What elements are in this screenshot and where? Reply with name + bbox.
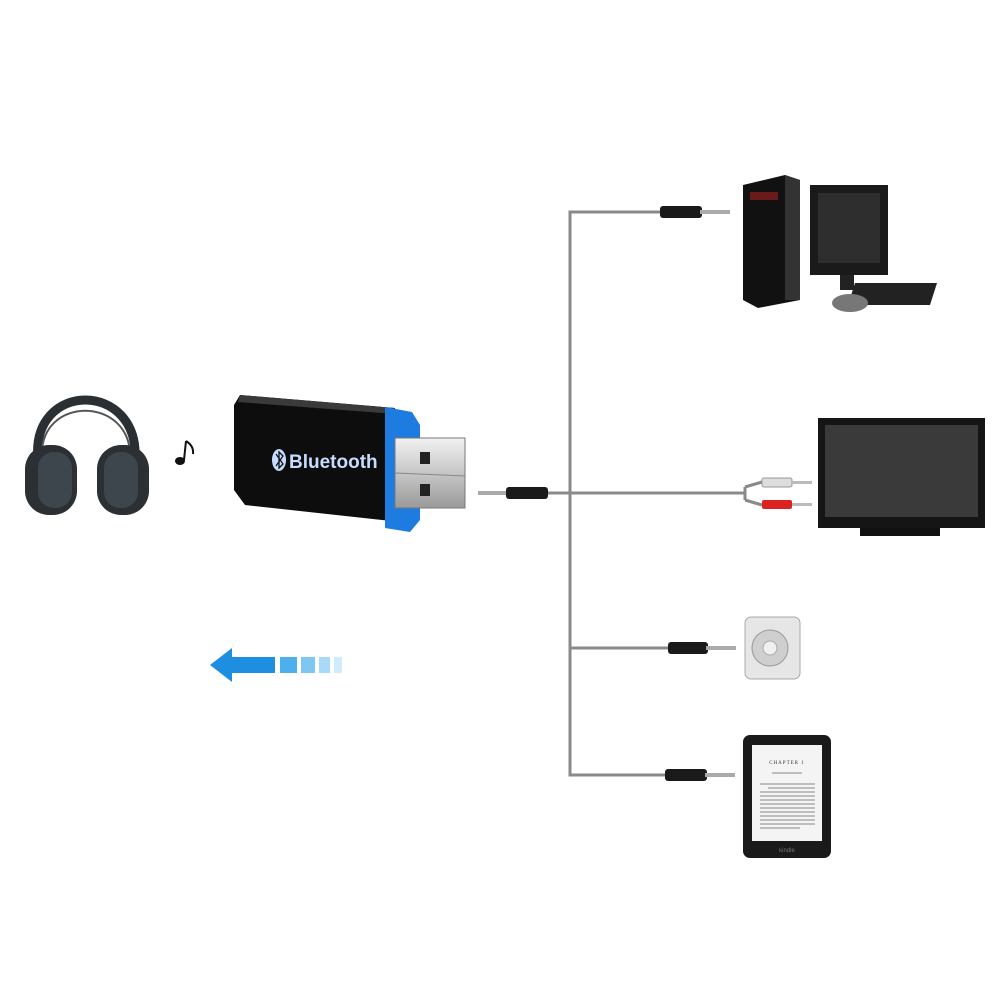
desktop-computer — [743, 175, 937, 312]
mouse — [832, 294, 868, 312]
keyboard — [848, 283, 937, 305]
television — [818, 418, 985, 536]
computer-audio-jack — [660, 206, 730, 218]
ereader-audio-jack — [665, 769, 735, 781]
direction-arrow — [210, 648, 342, 682]
main-audio-jack — [478, 487, 548, 499]
cable-network — [548, 210, 747, 777]
bluetooth-receiver: Bluetooth — [234, 395, 466, 532]
headphones — [25, 395, 149, 515]
ereader-brand: kindle — [779, 848, 795, 854]
tv-screen — [825, 425, 978, 517]
rca-connectors — [744, 477, 812, 509]
chapter-heading: CHAPTER 1 — [769, 761, 805, 766]
e-reader: CHAPTER 1 kindle — [743, 735, 831, 858]
music-note-icon — [175, 440, 195, 465]
bluetooth-label: Bluetooth — [289, 452, 378, 473]
bluetooth-icon — [272, 449, 286, 471]
mp3-player — [744, 616, 801, 680]
mp3-audio-jack — [668, 642, 736, 654]
ereader-screen — [752, 745, 822, 841]
